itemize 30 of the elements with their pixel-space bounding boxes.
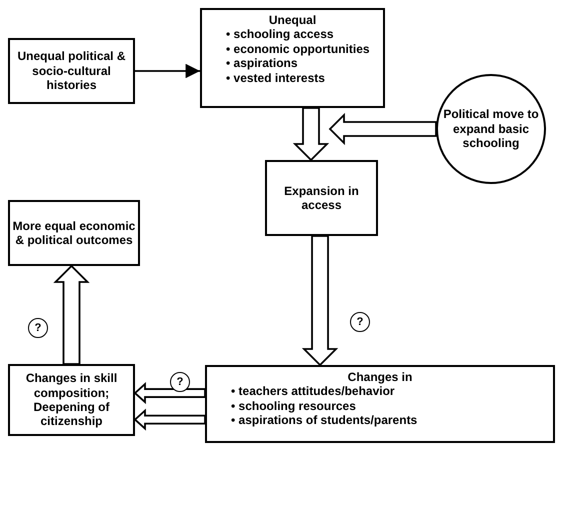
list-item: • teachers attitudes/behavior (231, 384, 396, 399)
question-mark-label: ? (350, 312, 370, 332)
question-mark-label: ? (28, 318, 48, 338)
arrow (135, 64, 200, 78)
process-box (265, 160, 378, 236)
list-item: • vested interests (226, 70, 326, 85)
box-text: Unequal political & socio-cultural histories (16, 49, 126, 93)
question-mark-label: ? (170, 372, 190, 392)
block-arrow (292, 107, 330, 162)
block-arrow (134, 408, 206, 431)
list-item: • aspirations (226, 56, 299, 71)
process-box (8, 38, 135, 104)
process-box (200, 8, 385, 108)
block-arrow (302, 235, 338, 366)
box-heading: Changes in (348, 370, 412, 384)
list-item: • aspirations of students/parents (231, 413, 418, 428)
list-item: • schooling access (226, 27, 335, 42)
block-arrow (134, 382, 206, 404)
process-box (8, 364, 135, 436)
box-text: Changes in skill composition; Deepening of citizenship (24, 371, 118, 429)
process-box (8, 200, 140, 266)
process-box (205, 365, 555, 443)
box-text: Political move to expand basic schooling (442, 107, 540, 151)
list-item: • economic opportunities (226, 42, 370, 56)
list-item: • schooling resources (231, 398, 357, 414)
box-text: Expansion in access (283, 184, 360, 212)
block-arrow (53, 264, 90, 365)
block-arrow (328, 112, 437, 146)
box-text: More equal economic & political outcomes (12, 218, 136, 248)
box-heading: Unequal (268, 13, 316, 28)
